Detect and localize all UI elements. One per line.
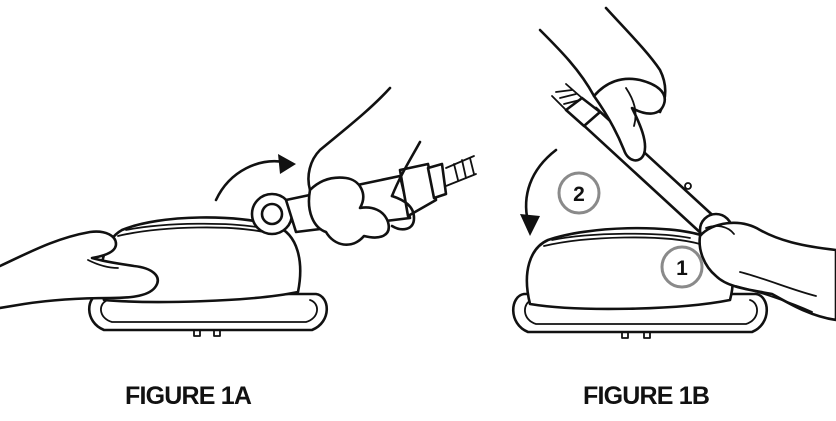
top-hand-1b <box>538 6 667 162</box>
step-badge-1: 1 <box>660 245 704 289</box>
figure-1b-illustration: 2 1 <box>511 6 836 339</box>
figure-1b-caption: FIGURE 1B <box>583 382 710 410</box>
rotate-arrow-1b <box>520 148 558 236</box>
rotate-arrow-1a <box>214 154 296 202</box>
right-hand-1a <box>307 86 422 246</box>
step-badge-2: 2 <box>557 171 601 215</box>
figure-1a-caption: FIGURE 1A <box>125 382 252 410</box>
figure-1a-illustration <box>0 86 477 337</box>
left-hand-1a <box>0 230 159 310</box>
step-number-1: 1 <box>676 257 688 280</box>
step-number-2: 2 <box>573 183 585 206</box>
right-hand-1b <box>698 221 836 322</box>
